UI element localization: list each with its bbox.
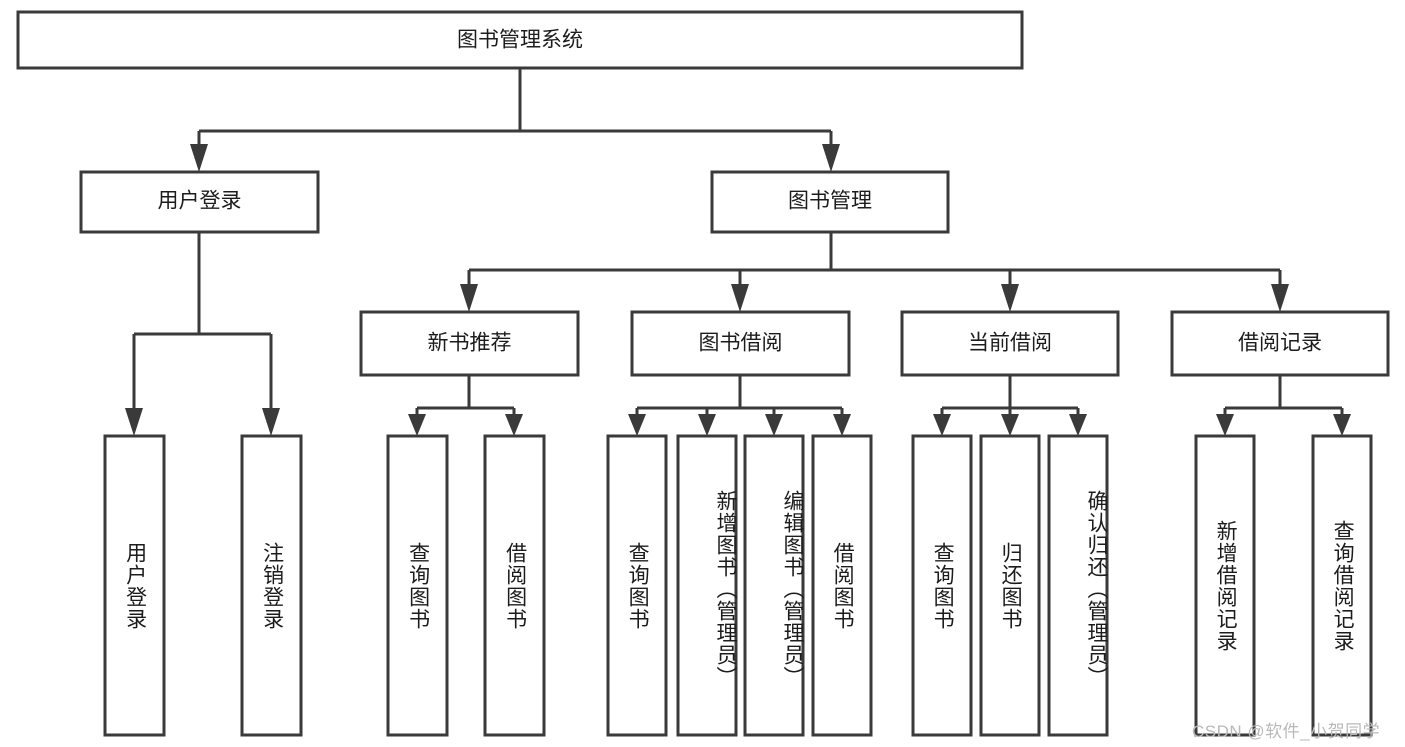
arrowhead-icon-to-leaf-query-record	[1333, 414, 1351, 436]
arrowhead-icon-to-leaf-borrow-book-1	[505, 414, 523, 436]
node-current-borrow-label: 当前借阅	[968, 332, 1052, 355]
node-user-login-box[interactable]	[79, 170, 320, 234]
arrowhead-icon-to-leaf-query-book-1	[408, 414, 426, 436]
node-new-book-recommend-label: 新书推荐	[428, 332, 512, 355]
node-root-label: 图书管理系统	[457, 29, 583, 52]
connector-layer	[132, 68, 1344, 414]
node-leaf-logout-box[interactable]	[240, 434, 303, 737]
node-current-borrow-box[interactable]	[900, 310, 1120, 377]
node-new-book-recommend-box[interactable]	[359, 310, 580, 377]
node-borrow-record-label: 借阅记录	[1238, 332, 1322, 355]
node-leaf-query-book-1-box[interactable]	[386, 434, 449, 737]
arrowhead-icon-to-book-borrow	[731, 284, 749, 312]
arrowhead-icon-to-leaf-query-book-3	[933, 414, 951, 436]
node-book-manage-label: 图书管理	[788, 190, 872, 213]
node-user-login-label: 用户登录	[158, 190, 242, 213]
node-leaf-add-book-box[interactable]	[676, 434, 738, 737]
arrowhead-icon-to-leaf-user-login	[125, 408, 143, 436]
arrowhead-icon-to-leaf-return-book	[1001, 414, 1019, 436]
node-leaf-query-record-box[interactable]	[1311, 434, 1373, 737]
node-leaf-add-record-box[interactable]	[1194, 434, 1256, 737]
node-book-manage-box[interactable]	[710, 170, 950, 234]
arrowhead-icon-to-leaf-borrow-book-2	[833, 414, 851, 436]
arrowhead-icon-to-current-borrow	[1001, 284, 1019, 312]
arrowhead-icon-to-leaf-edit-book	[765, 414, 783, 436]
node-borrow-record-box[interactable]	[1170, 310, 1390, 377]
arrowhead-icon-to-leaf-confirm-return	[1069, 414, 1087, 436]
arrowhead-icon-to-book-manage	[822, 144, 840, 172]
node-root-box[interactable]	[16, 10, 1024, 70]
node-leaf-return-book-box[interactable]	[979, 434, 1041, 737]
arrowhead-icon-to-leaf-query-book-2	[628, 414, 646, 436]
node-leaf-user-login-box[interactable]	[103, 434, 166, 737]
node-leaf-borrow-book-1-box[interactable]	[483, 434, 546, 737]
arrowhead-icon-to-leaf-add-book	[698, 414, 716, 436]
arrowhead-icon-to-leaf-logout	[262, 408, 280, 436]
arrowhead-icon-to-borrow-record	[1271, 284, 1289, 312]
node-book-borrow-box[interactable]	[630, 310, 851, 377]
arrowhead-icon-to-new-book	[460, 284, 478, 312]
node-leaf-query-book-2-box[interactable]	[606, 434, 668, 737]
node-leaf-borrow-book-2-box[interactable]	[811, 434, 873, 737]
node-layer: 图书管理系统 用户登录 图书管理 新书推荐 图书借阅 当前借阅 借阅记录	[16, 10, 1390, 737]
node-book-borrow-label: 图书借阅	[699, 332, 783, 355]
node-leaf-confirm-return-box[interactable]	[1047, 434, 1109, 737]
arrowhead-icon-to-user-login	[190, 144, 208, 172]
csdn-watermark: CSDN @软件_小贺同学	[1192, 722, 1381, 741]
arrowhead-icon-to-leaf-add-record	[1216, 414, 1234, 436]
node-leaf-query-book-3-box[interactable]	[911, 434, 973, 737]
node-leaf-edit-book-box[interactable]	[743, 434, 805, 737]
arrowhead-layer	[125, 144, 1351, 436]
